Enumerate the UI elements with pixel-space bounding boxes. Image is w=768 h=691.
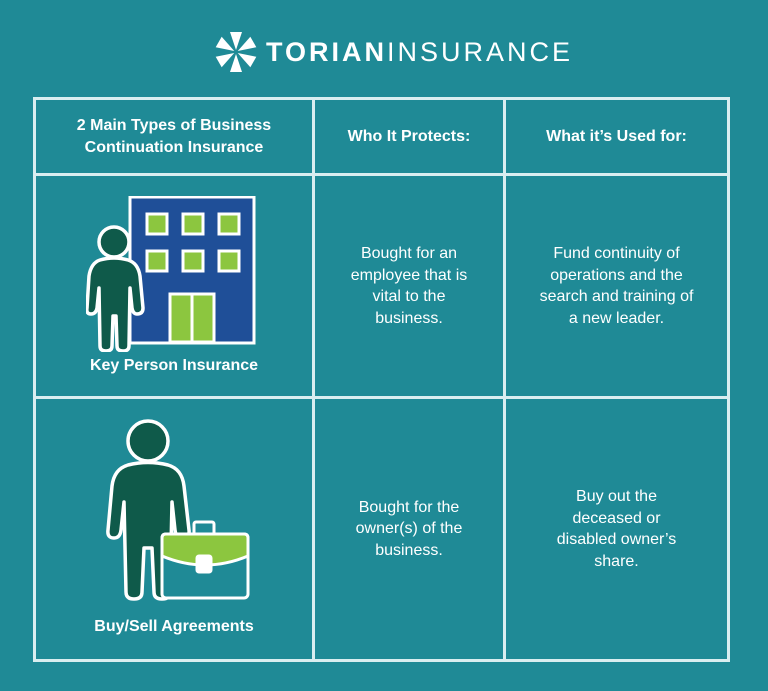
header-who-it-protects: Who It Protects: (347, 127, 471, 145)
brand-name-light: INSURANCE (387, 36, 574, 67)
buy-sell-used-for: Buy out the deceased or disabled owner’s… (556, 488, 677, 570)
brand-name-bold: TORIAN (266, 36, 388, 67)
person-with-building-icon (85, 195, 261, 357)
row-label-key-person-insurance: Key Person Insurance (89, 357, 259, 374)
row-label-buy-sell-agreements: Buy/Sell Agreements (94, 618, 254, 635)
torian-insurance-logo: TORIANINSURANCE (214, 26, 573, 78)
column-divider (312, 100, 315, 659)
header-type: 2 Main Types of Business Continuation In… (76, 116, 272, 156)
brand-name: TORIANINSURANCE (266, 37, 573, 68)
row-divider (36, 396, 727, 399)
column-divider (503, 100, 506, 659)
asterisk-hexagon-icon (215, 32, 257, 72)
buy-sell-who-it-protects: Bought for the owner(s) of the business. (355, 498, 463, 559)
row-divider (36, 173, 727, 176)
insurance-comparison-table: 2 Main Types of Business Continuation In… (33, 97, 730, 662)
header-used-for: What it’s Used for: (546, 127, 687, 145)
person-with-briefcase-icon (106, 418, 256, 609)
key-person-used-for: Fund continuity of operations and the se… (539, 245, 694, 327)
key-person-who-it-protects: Bought for an employee that is vital to … (350, 245, 468, 327)
